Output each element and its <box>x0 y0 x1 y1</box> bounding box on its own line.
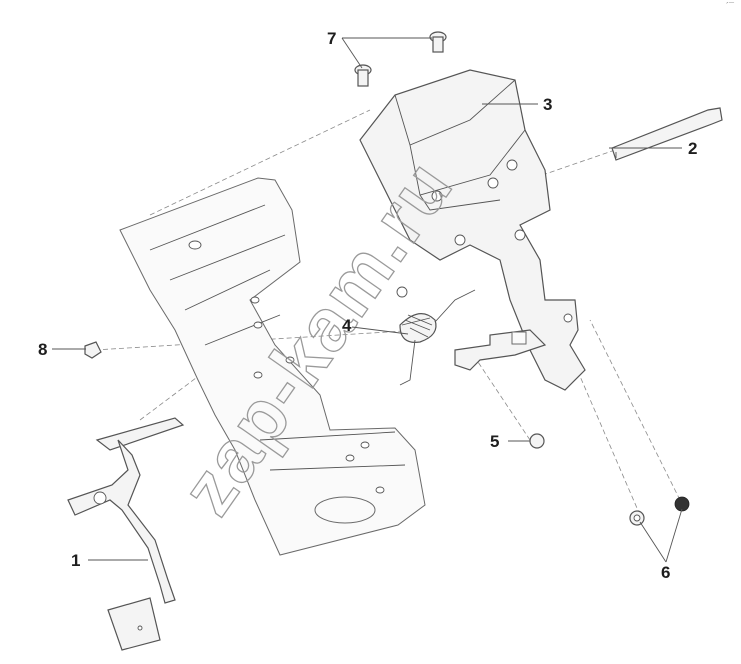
plug <box>529 433 545 449</box>
nuts <box>629 496 690 526</box>
callout-5: 5 <box>490 432 499 451</box>
callout-labels: 1 2 3 4 5 6 7 8 <box>38 29 697 582</box>
callout-4: 4 <box>342 316 352 335</box>
callout-leaders <box>52 37 683 563</box>
callout-3: 3 <box>543 95 552 114</box>
callout-2: 2 <box>688 139 697 158</box>
callout-7: 7 <box>327 29 336 48</box>
callout-1: 1 <box>71 551 80 570</box>
clutch-pedal <box>67 417 185 651</box>
floor-panel <box>119 177 426 556</box>
pedal-shaft <box>611 107 723 161</box>
bolts <box>354 31 447 87</box>
callout-8: 8 <box>38 340 47 359</box>
corner-mark: ´¯ <box>726 1 735 11</box>
pedal-bracket <box>359 69 586 391</box>
clip <box>84 341 102 359</box>
return-spring <box>399 289 476 386</box>
callout-6: 6 <box>661 563 670 582</box>
